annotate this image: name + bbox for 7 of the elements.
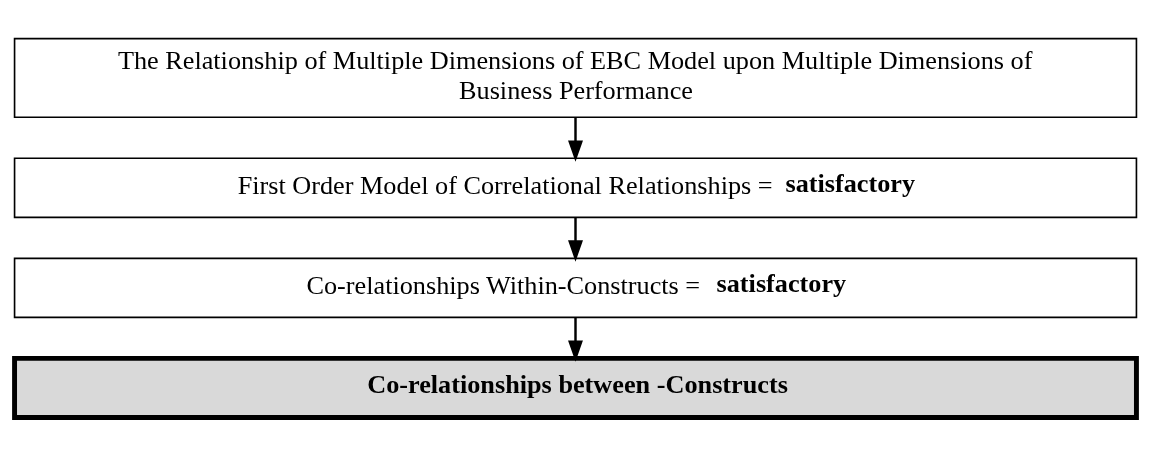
node-box: Co-relationships between -Constructs — [12, 355, 1139, 420]
arrow — [568, 317, 583, 362]
node-box: Co-relationships Within-Constructs = satisfactory — [13, 257, 1138, 319]
node-box: First Order Model of Correlational Relationships = satisfactory — [13, 157, 1138, 219]
arrow — [568, 117, 583, 162]
arrow — [568, 217, 583, 262]
node-box: The Relationship of Multiple Dimensions of EBC Model upon Multiple Dimensions of Business Performance — [13, 37, 1138, 119]
